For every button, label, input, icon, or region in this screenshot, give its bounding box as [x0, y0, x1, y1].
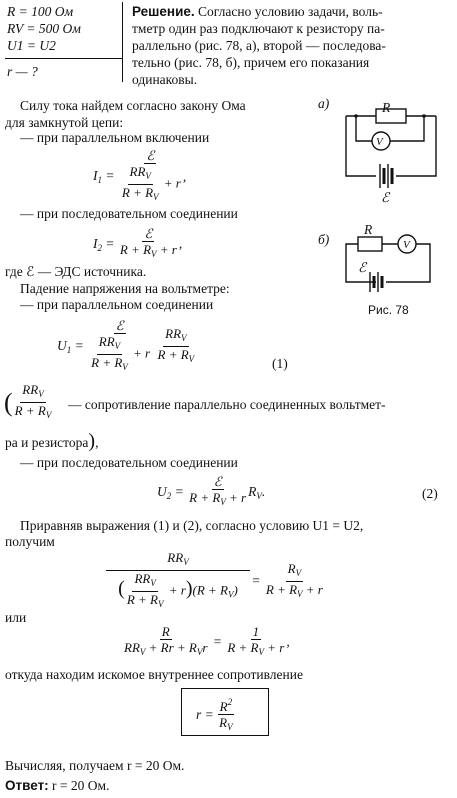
resistance-note-1: — сопротивление параллельно соединенных … [68, 397, 386, 412]
solution-intro-4: тельно (рис. 78, б), причем его показани… [132, 55, 370, 70]
resistance-note-2: ра и резистора), [5, 430, 99, 452]
given-rv: RV = 500 Ом [7, 21, 81, 36]
solution-intro-3: раллельно (рис. 78, а), второй — последо… [132, 38, 386, 53]
circuit-b-diagram [345, 234, 431, 292]
parallel-label: — при параллельном включении [20, 130, 210, 145]
computing-line: Вычисляя, получаем r = 20 Ом. [5, 758, 185, 773]
eq2-number: (2) [422, 486, 438, 501]
voltage-drop-label: Падение напряжения на вольтметре: [20, 281, 230, 296]
figure-label-b: б) [318, 232, 330, 247]
solution-intro-2: тметр один раз подключают к резистору па… [132, 21, 385, 36]
equate-line-2: получим [5, 534, 55, 549]
given-r: R = 100 Ом [7, 4, 74, 19]
emf-a-label: ℰ [381, 190, 390, 205]
emf-note: где ℰ — ЭДС источника. [5, 264, 147, 279]
solution-intro-1: Решение. Согласно условию задачи, воль- [132, 4, 383, 19]
figure-label-a: а) [318, 96, 330, 111]
series-label: — при последовательном соединении [20, 206, 238, 221]
emf-b-label: ℰ [358, 260, 367, 275]
whence-line: откуда находим искомое внутреннее сопрот… [5, 667, 303, 682]
ohm-line-1: Силу тока найдем согласно закону Ома [20, 98, 246, 113]
equate-line-1: Приравняв выражения (1) и (2), согласно … [20, 518, 364, 533]
figure-caption: Рис. 78 [368, 303, 409, 317]
resistor-a-label: R [382, 100, 391, 115]
eq1-number: (1) [272, 356, 288, 371]
series2-label: — при последовательном соединении [20, 455, 238, 470]
voltmeter-b-label: V [403, 239, 410, 251]
given-vertical-rule [122, 2, 123, 82]
resistor-b-label: R [364, 222, 373, 237]
given-divider [5, 58, 123, 59]
given-u: U1 = U2 [7, 38, 56, 53]
solution-intro-5: одинаковы. [132, 72, 198, 87]
voltmeter-a-label: V [376, 136, 383, 148]
given-question: r — ? [7, 64, 38, 79]
or-label: или [5, 610, 27, 625]
ohm-line-2: для замкнутой цепи: [5, 115, 124, 130]
parallel2-label: — при параллельном соединении [20, 297, 214, 312]
circuit-a-diagram [345, 108, 437, 188]
answer-line: Ответ: r = 20 Ом. [5, 778, 110, 793]
